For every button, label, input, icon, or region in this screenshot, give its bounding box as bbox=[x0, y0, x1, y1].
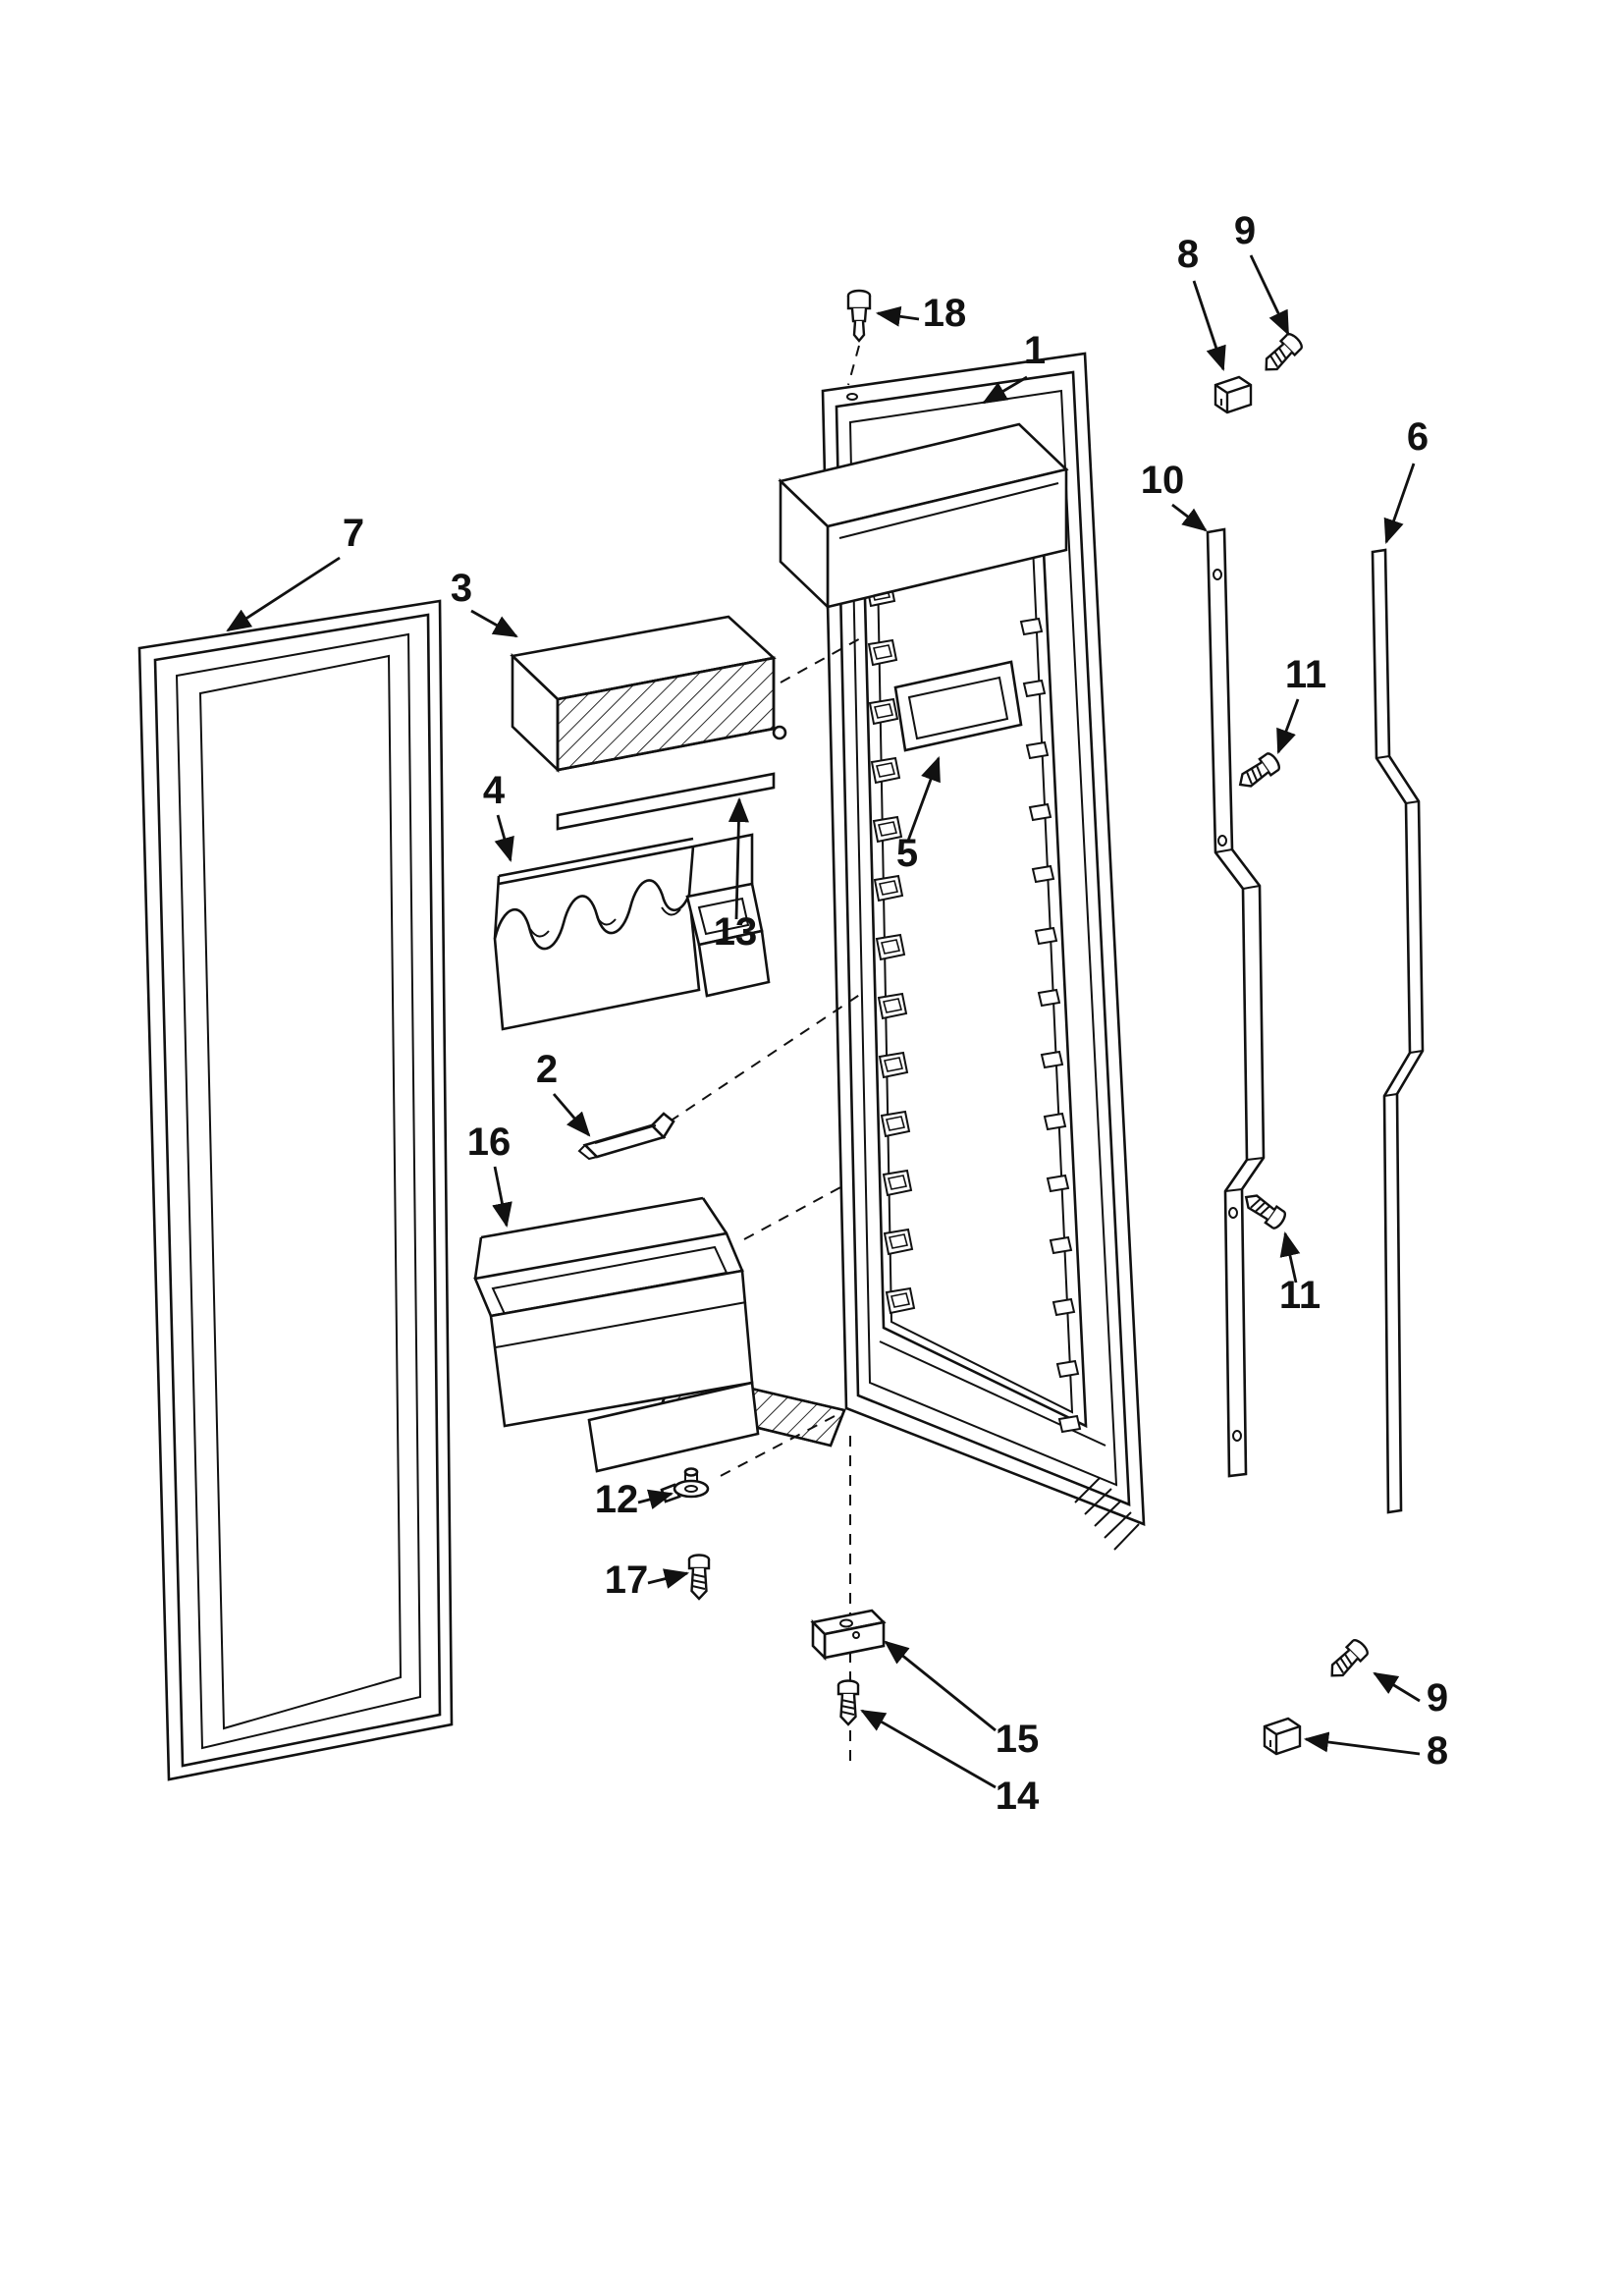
shelf-retainer-rail bbox=[556, 772, 776, 831]
callouts: 18 1 8 9 6 10 7 3 11 5 13 4 2 16 11 12 1 bbox=[226, 209, 1448, 1818]
callout-label-4: 4 bbox=[483, 769, 506, 812]
callout-10-arrow bbox=[1171, 503, 1208, 532]
callout-8-top-arrow bbox=[1192, 280, 1226, 371]
callout-label-15: 15 bbox=[996, 1718, 1040, 1761]
callout-16-arrow bbox=[492, 1166, 512, 1229]
callout-label-16: 16 bbox=[467, 1121, 512, 1164]
callout-9-top-arrow bbox=[1249, 254, 1290, 336]
door-gasket bbox=[137, 599, 454, 1781]
callout-2-arrow bbox=[552, 1093, 591, 1137]
callout-6-arrow bbox=[1383, 463, 1416, 544]
callout-label-6: 6 bbox=[1407, 415, 1429, 459]
hinge-pin-12 bbox=[660, 1467, 710, 1503]
callout-5-arrow bbox=[906, 756, 941, 842]
retainer-clip-8-bottom bbox=[1263, 1717, 1302, 1756]
callout-label-9-bottom: 9 bbox=[1427, 1676, 1448, 1720]
callout-12-arrow bbox=[637, 1489, 674, 1510]
retainer-clip-8-top bbox=[1214, 375, 1253, 414]
callout-label-10: 10 bbox=[1141, 459, 1185, 502]
callout-1-arrow bbox=[982, 375, 1028, 405]
callout-label-11-lower: 11 bbox=[1279, 1274, 1321, 1317]
shelf-module bbox=[510, 615, 787, 774]
callout-label-1: 1 bbox=[1024, 329, 1046, 372]
callout-label-17: 17 bbox=[605, 1558, 649, 1602]
door-tray bbox=[893, 660, 1023, 752]
screw-9-top bbox=[1258, 330, 1306, 378]
callout-label-9-top: 9 bbox=[1234, 209, 1256, 252]
callout-label-8-bottom: 8 bbox=[1427, 1729, 1448, 1773]
screw-hole bbox=[846, 393, 858, 401]
top-trim-cap bbox=[778, 422, 1069, 611]
screw-11-lower bbox=[1239, 1187, 1289, 1231]
callout-3-arrow bbox=[470, 609, 518, 638]
callout-13-arrow bbox=[728, 796, 749, 920]
screw-18 bbox=[846, 289, 872, 343]
callout-label-3: 3 bbox=[451, 567, 472, 610]
support-clip bbox=[577, 1112, 675, 1161]
callout-4-arrow bbox=[494, 814, 514, 863]
callout-label-11-upper: 11 bbox=[1285, 653, 1326, 696]
callout-9-bottom-arrow bbox=[1373, 1671, 1421, 1703]
callout-label-12: 12 bbox=[595, 1478, 639, 1521]
hinge-bracket-15 bbox=[810, 1609, 887, 1662]
side-trim-strip bbox=[1371, 548, 1425, 1514]
callout-label-7: 7 bbox=[343, 512, 364, 555]
callout-15-arrow bbox=[884, 1640, 997, 1732]
callout-18-arrow bbox=[875, 305, 920, 327]
egg-rack bbox=[493, 833, 771, 1031]
callout-11-lower-arrow bbox=[1279, 1230, 1301, 1284]
callout-14-arrow bbox=[860, 1709, 997, 1789]
callout-11-upper-arrow bbox=[1276, 698, 1300, 754]
screw-9-bottom bbox=[1323, 1636, 1372, 1684]
callout-7-arrow bbox=[226, 556, 341, 632]
screw-14 bbox=[836, 1679, 860, 1726]
callout-8-bottom-arrow bbox=[1303, 1731, 1421, 1756]
door-bin bbox=[473, 1196, 760, 1473]
callout-label-14: 14 bbox=[996, 1775, 1040, 1818]
callout-label-8-top: 8 bbox=[1177, 233, 1199, 276]
callout-label-13: 13 bbox=[714, 910, 758, 954]
screw-17 bbox=[687, 1554, 711, 1601]
screw-11-upper bbox=[1233, 750, 1283, 794]
callout-label-5: 5 bbox=[896, 832, 918, 875]
callout-label-18: 18 bbox=[923, 292, 967, 335]
handle-strip bbox=[1206, 527, 1266, 1478]
callout-label-2: 2 bbox=[536, 1048, 558, 1091]
shelf-thumbscrew bbox=[772, 725, 787, 740]
callout-17-arrow bbox=[647, 1568, 690, 1589]
